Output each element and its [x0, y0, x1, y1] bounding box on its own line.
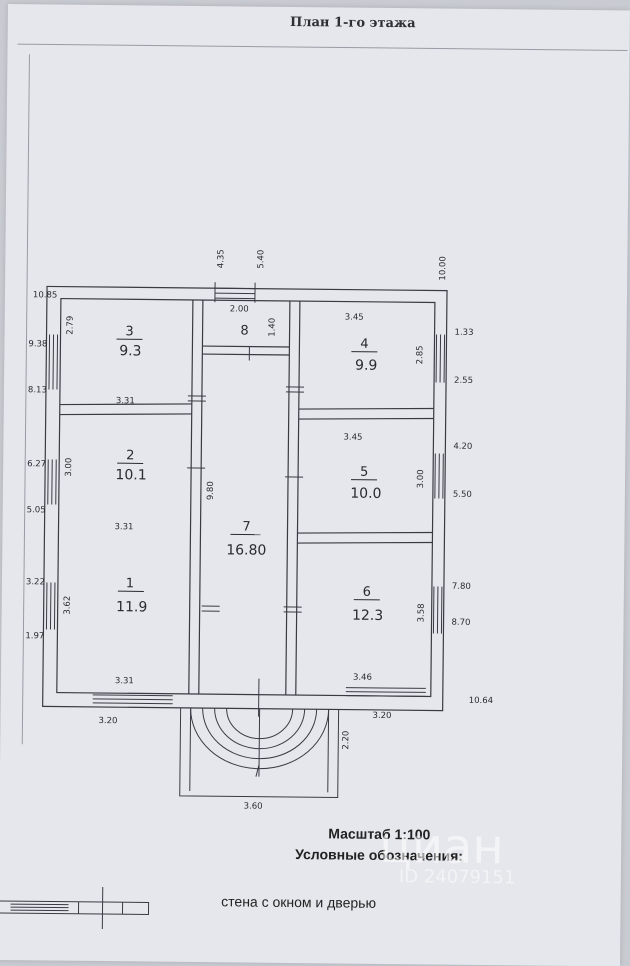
room-4-number: 4: [360, 337, 368, 352]
room-1-area: 11.9: [116, 599, 147, 615]
dim-room4-width: 3.45: [345, 313, 364, 323]
window-left-room1: [46, 582, 54, 629]
window-top-room8: [215, 282, 255, 302]
room-5-area: 10.0: [350, 486, 381, 502]
dim-right-6: 8.70: [451, 618, 470, 628]
dim-right-2: 2.55: [454, 376, 473, 386]
wall-left-corridor-a: [189, 300, 193, 694]
outer-walls: [43, 286, 447, 710]
wall-room4-room5-a: [299, 407, 434, 410]
room-4-area: 9.9: [355, 358, 377, 374]
room-7-number: 7: [242, 519, 250, 534]
dim-left-2: 9.38: [28, 339, 47, 349]
wall-room4-room5-b: [299, 417, 434, 420]
dim-top-2: 5.40: [256, 250, 266, 269]
room-6-number: 6: [363, 585, 371, 600]
dim-right-3: 4.20: [453, 442, 472, 452]
window-right-room6: [433, 586, 441, 633]
dim-bottom-right: 3.20: [373, 711, 392, 721]
legend-wall-label: стена с окном и дверью: [189, 893, 409, 911]
window-bottom-left: [93, 695, 173, 704]
legend-wall-symbol: [0, 886, 149, 930]
window-right-room4: [436, 335, 445, 383]
window-bottom-right: [346, 688, 426, 697]
dim-top-3: 10.00: [438, 256, 448, 280]
dim-room1-height: 3.62: [63, 596, 73, 615]
wall-room8-bottom-a: [202, 346, 289, 347]
room-3-area: 9.3: [119, 343, 141, 359]
porch: [180, 708, 339, 798]
room-2-number: 2: [126, 448, 134, 463]
room-2-area: 10.1: [115, 467, 146, 483]
dim-left-3: 8.13: [28, 385, 47, 395]
room-7-area: 16.80: [226, 542, 266, 558]
floor-plan-drawing: 3 9.3 2 10.1 1 11.9 8 4 9.9 5 10.0 6 12.…: [0, 4, 628, 965]
room-8-number: 8: [240, 323, 248, 338]
dim-left-4: 6.27: [27, 459, 46, 469]
window-right-room5: [435, 453, 443, 498]
dim-right-7: 10.64: [469, 696, 493, 706]
room-6-area: 12.3: [352, 608, 383, 624]
dim-right-1: 1.33: [455, 328, 474, 338]
room-labels: 3 9.3 2 10.1 1 11.9 8 4 9.9 5 10.0 6 12.…: [114, 322, 387, 624]
windows: [46, 280, 445, 706]
dim-room6-height: 3.58: [417, 603, 427, 622]
wall-left-corridor-b: [199, 300, 203, 694]
dim-room2-width: 3.31: [114, 522, 133, 532]
wall-right-corridor-a: [286, 301, 290, 695]
wall-room3-room2-b: [60, 413, 192, 416]
dim-left-7: 1.97: [25, 631, 44, 641]
room-5-number: 5: [360, 465, 368, 480]
dim-room1-width: 3.31: [115, 676, 134, 686]
dim-left-5: 5.05: [27, 505, 46, 515]
dim-room2-height: 3.00: [64, 458, 74, 477]
room-3-number: 3: [125, 324, 133, 339]
wall-room5-room6-a: [297, 531, 432, 534]
dimension-labels: 10.85 9.38 8.13 6.27 5.05 3.22 1.97 4.35…: [24, 247, 498, 814]
dim-room6-width: 3.46: [353, 673, 372, 683]
dim-room4-height: 2.85: [415, 345, 425, 364]
dim-left-6: 3.22: [26, 577, 45, 587]
window-left-room2: [48, 459, 56, 504]
dim-room3-width: 3.31: [116, 396, 135, 406]
wall-right-corridor-b: [296, 301, 300, 695]
dim-porch-width: 3.60: [244, 802, 263, 812]
dim-porch-depth: 2.20: [341, 731, 351, 750]
dim-room8-width: 2.00: [230, 304, 249, 314]
window-left-room3: [49, 334, 58, 389]
wall-room8-bottom-b: [202, 354, 289, 355]
dim-room3-height: 2.79: [66, 316, 76, 335]
sheet-border-top: [18, 44, 628, 50]
dim-corridor-length: 9.80: [206, 481, 216, 500]
watermark-id: ID 24079151: [399, 866, 516, 888]
dim-room8-height: 1.40: [268, 318, 278, 337]
dim-bottom-left: 3.20: [98, 716, 117, 726]
room-1-number: 1: [126, 576, 134, 591]
dim-room5-height: 3.00: [416, 469, 426, 488]
paper-sheet: План 1-го этажа: [0, 4, 630, 966]
dim-left-1: 10.85: [33, 290, 57, 300]
dim-right-4: 5.50: [453, 490, 472, 500]
dim-right-5: 7.80: [452, 582, 471, 592]
outer-wall-outer-line: [43, 286, 447, 710]
wall-room5-room6-b: [297, 541, 432, 544]
dim-room5-width: 3.45: [343, 433, 362, 443]
dim-top-1: 4.35: [216, 249, 226, 268]
